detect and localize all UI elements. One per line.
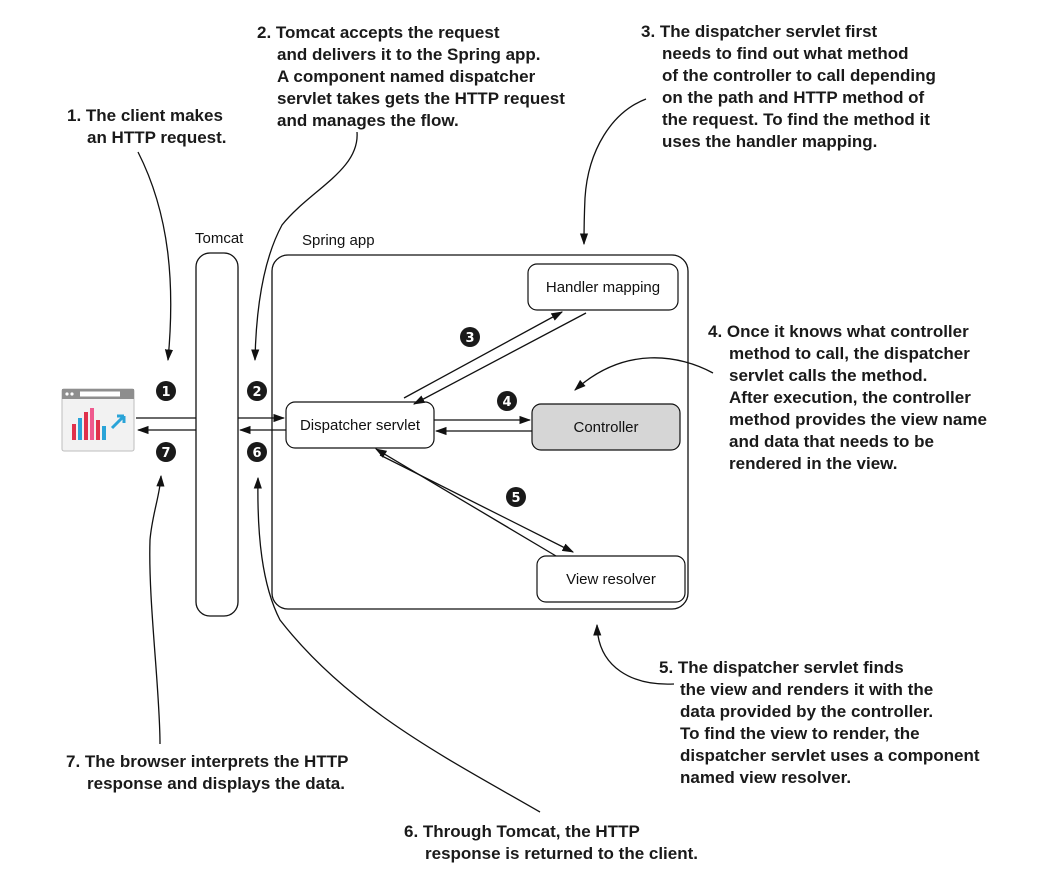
note-step-6: 6. Through Tomcat, the HTTP response is r… — [404, 822, 698, 863]
note-line: After execution, the controller — [729, 388, 971, 407]
handler-mapping-box — [527, 263, 679, 311]
browser-window-chart-icon — [61, 388, 135, 452]
note-line: 5. The dispatcher servlet finds — [659, 658, 904, 677]
step-badge: 4 — [497, 391, 517, 411]
note-line: 3. The dispatcher servlet first — [641, 22, 878, 41]
note-step-3: 3. The dispatcher servlet first needs to … — [641, 22, 936, 151]
note-step-1: 1. The client makes an HTTP request. — [67, 106, 227, 147]
spring-app-container — [271, 254, 689, 610]
handler-mapping-label: Handler mapping — [546, 279, 660, 296]
note-line: uses the handler mapping. — [662, 132, 877, 151]
callout-arrow-7 — [149, 474, 165, 745]
note-line: the request. To find the method it — [662, 110, 930, 129]
svg-text:1: 1 — [161, 385, 170, 400]
controller-label: Controller — [573, 419, 638, 436]
tomcat-label: Tomcat — [195, 230, 244, 247]
note-line: rendered in the view. — [729, 454, 897, 473]
note-line: 7. The browser interprets the HTTP — [66, 752, 348, 771]
step-badge: 5 — [506, 487, 526, 507]
step-badge: 7 — [156, 442, 176, 462]
svg-text:7: 7 — [161, 446, 170, 461]
note-line: 6. Through Tomcat, the HTTP — [404, 822, 640, 841]
note-line: and manages the flow. — [277, 111, 459, 130]
step-badge: 1 — [156, 381, 176, 401]
note-line: data provided by the controller. — [680, 702, 933, 721]
note-line: and data that needs to be — [729, 432, 934, 451]
view-resolver-box — [536, 555, 686, 603]
note-line: servlet takes gets the HTTP request — [277, 89, 565, 108]
spring-app-label: Spring app — [302, 232, 375, 249]
note-line: 4. Once it knows what controller — [708, 322, 969, 341]
svg-text:2: 2 — [252, 385, 261, 400]
tomcat-container — [195, 252, 239, 617]
note-step-5: 5. The dispatcher servlet finds the view … — [659, 658, 980, 787]
svg-text:5: 5 — [511, 491, 520, 506]
note-line: 1. The client makes — [67, 106, 223, 125]
svg-text:4: 4 — [502, 395, 511, 410]
callout-arrow-4 — [574, 357, 714, 391]
note-step-2: 2. Tomcat accepts the request and deliver… — [257, 23, 565, 130]
note-line: response and displays the data. — [87, 774, 345, 793]
callout-arrow-6 — [253, 476, 541, 813]
callout-arrow-5 — [593, 623, 675, 685]
note-line: dispatcher servlet uses a component — [680, 746, 980, 765]
note-line: response is returned to the client. — [425, 844, 698, 863]
controller-box — [531, 403, 681, 451]
note-line: named view resolver. — [680, 768, 851, 787]
step-badge: 3 — [460, 327, 480, 347]
note-line: method to call, the dispatcher — [729, 344, 970, 363]
note-line: on the path and HTTP method of — [662, 88, 925, 107]
note-line: method provides the view name — [729, 410, 987, 429]
note-line: an HTTP request. — [87, 128, 227, 147]
arrow-from-handler-mapping — [412, 312, 587, 405]
svg-text:3: 3 — [465, 331, 474, 346]
svg-text:6: 6 — [252, 446, 261, 461]
note-line: the view and renders it with the — [680, 680, 933, 699]
note-line: and delivers it to the Spring app. — [277, 45, 541, 64]
note-line: A component named dispatcher — [277, 67, 536, 86]
note-line: needs to find out what method — [662, 44, 908, 63]
note-step-4: 4. Once it knows what controller method t… — [708, 322, 987, 473]
note-line: To find the view to render, the — [680, 724, 920, 743]
note-step-7: 7. The browser interprets the HTTP respon… — [66, 752, 348, 793]
note-line: servlet calls the method. — [729, 366, 927, 385]
note-line: of the controller to call depending — [662, 66, 936, 85]
step-badge: 2 — [247, 381, 267, 401]
callout-arrow-1 — [137, 151, 174, 362]
callout-arrow-2 — [251, 131, 358, 362]
note-line: 2. Tomcat accepts the request — [257, 23, 500, 42]
arrow-from-view-resolver — [374, 448, 557, 557]
dispatcher-servlet-box — [285, 401, 435, 449]
callout-arrow-3 — [579, 98, 647, 246]
step-badge: 6 — [247, 442, 267, 462]
view-resolver-label: View resolver — [566, 571, 656, 588]
arrow-to-handler-mapping — [403, 311, 564, 399]
dispatcher-servlet-label: Dispatcher servlet — [300, 417, 421, 434]
